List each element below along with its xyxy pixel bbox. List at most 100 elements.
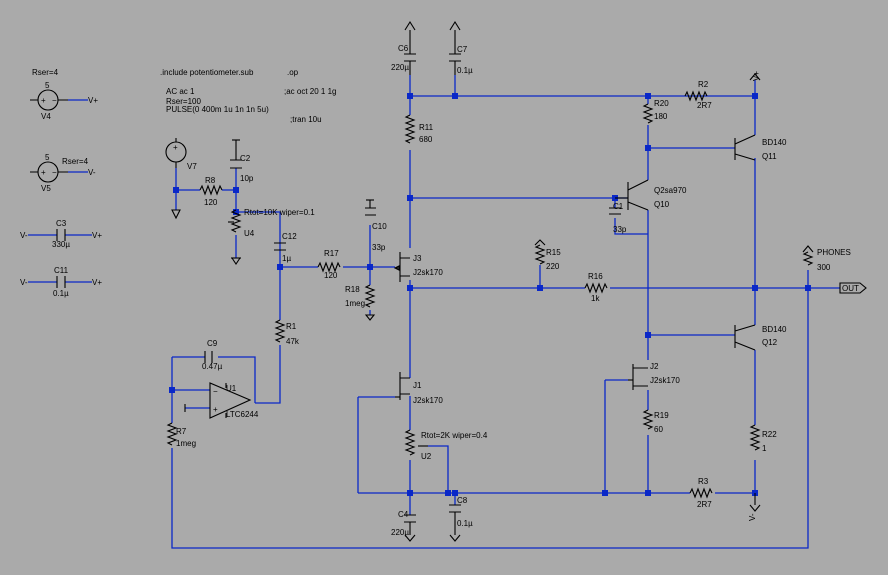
resistor-phones[interactable] bbox=[802, 245, 814, 266]
label-u4-name: U4 bbox=[244, 229, 255, 238]
label-c12-name: C12 bbox=[282, 232, 297, 241]
resistor-r18[interactable] bbox=[364, 284, 376, 321]
label-r15-name: R15 bbox=[546, 248, 561, 257]
label-u2-name: U2 bbox=[421, 452, 432, 461]
label-v4-net: V+ bbox=[88, 96, 98, 105]
capacitor-c6[interactable] bbox=[404, 20, 416, 75]
capacitor-c7[interactable] bbox=[449, 20, 461, 75]
label-j1-model: J2sk170 bbox=[413, 396, 443, 405]
voltage-source-v4[interactable]: +− bbox=[30, 89, 68, 111]
out-port-flag[interactable] bbox=[839, 282, 867, 294]
resistor-r22[interactable] bbox=[749, 424, 761, 451]
capacitor-c9[interactable] bbox=[204, 351, 213, 363]
capacitor-c4[interactable] bbox=[404, 514, 416, 542]
resistor-r3[interactable] bbox=[689, 487, 713, 499]
resistor-r16[interactable] bbox=[584, 282, 608, 294]
capacitor-c11[interactable] bbox=[56, 276, 66, 288]
label-r16-name: R16 bbox=[588, 272, 603, 281]
voltage-source-v5[interactable]: +− bbox=[30, 161, 68, 183]
labels: .include potentiometer.sub .op AC ac 1 ;… bbox=[20, 44, 859, 537]
resistor-r20[interactable] bbox=[642, 103, 654, 124]
resistor-r7[interactable] bbox=[166, 422, 178, 446]
label-v7-name: V7 bbox=[187, 162, 197, 171]
potentiometer-u4[interactable] bbox=[228, 209, 242, 265]
jfet-j2[interactable] bbox=[628, 364, 648, 390]
label-j3-name: J3 bbox=[413, 254, 422, 263]
label-u2-spec: Rtot=2K wiper=0.4 bbox=[421, 431, 488, 440]
capacitor-c1[interactable] bbox=[609, 207, 621, 215]
capacitor-c12[interactable] bbox=[274, 242, 286, 251]
capacitor-c2[interactable] bbox=[230, 139, 242, 169]
label-r17-name: R17 bbox=[324, 249, 339, 258]
label-v5-net: V- bbox=[88, 168, 96, 177]
label-r11-value: 680 bbox=[419, 135, 433, 144]
label-c6-value: 220µ bbox=[391, 63, 409, 72]
label-c1-name: C1 bbox=[613, 202, 624, 211]
label-c10-name: C10 bbox=[372, 222, 387, 231]
label-c6-name: C6 bbox=[398, 44, 409, 53]
transistor-q10[interactable] bbox=[615, 179, 649, 211]
capacitor-c10[interactable] bbox=[365, 199, 376, 216]
label-q10-model: Q2sa970 bbox=[654, 186, 687, 195]
capacitor-c3[interactable] bbox=[56, 229, 66, 241]
label-c1-value: 33p bbox=[613, 225, 627, 234]
label-j3-model: J2sk170 bbox=[413, 268, 443, 277]
label-c7-value: 0.1µ bbox=[457, 66, 473, 75]
resistor-r1[interactable] bbox=[274, 319, 286, 343]
label-v4-name: V4 bbox=[41, 112, 51, 121]
transistor-q12[interactable] bbox=[734, 324, 756, 351]
label-v5-rser: Rser=4 bbox=[62, 157, 89, 166]
svg-text:+: + bbox=[213, 405, 218, 414]
resistor-r8[interactable] bbox=[199, 184, 223, 196]
svg-text:+: + bbox=[41, 96, 46, 105]
svg-text:−: − bbox=[213, 387, 218, 396]
label-phones-value: 300 bbox=[817, 263, 831, 272]
label-c7-name: C7 bbox=[457, 45, 468, 54]
label-phones-name: PHONES bbox=[817, 248, 851, 257]
label-r18-value: 1meg bbox=[345, 299, 365, 308]
label-c2-name: C2 bbox=[240, 154, 251, 163]
label-c12-value: 1µ bbox=[282, 254, 291, 263]
label-v4-rser: Rser=4 bbox=[32, 68, 59, 77]
jfet-j1[interactable] bbox=[395, 372, 410, 400]
directive-ac-comment: ;ac oct 20 1 1g bbox=[284, 87, 336, 96]
label-c11-left-net: V- bbox=[20, 278, 28, 287]
transistor-q11[interactable] bbox=[734, 134, 756, 161]
svg-text:+: + bbox=[41, 168, 46, 177]
label-r22-value: 1 bbox=[762, 444, 767, 453]
resistor-r19[interactable] bbox=[642, 409, 654, 430]
vplus-flag-top bbox=[749, 73, 761, 81]
jfet-j3[interactable] bbox=[393, 252, 410, 282]
label-c11-name: C11 bbox=[54, 266, 69, 275]
label-c10-value: 33p bbox=[372, 243, 386, 252]
label-c9-name: C9 bbox=[207, 339, 218, 348]
label-j2-name: J2 bbox=[650, 362, 659, 371]
resistor-r11[interactable] bbox=[404, 114, 416, 144]
label-r7-name: R7 bbox=[176, 427, 187, 436]
resistor-r15[interactable] bbox=[534, 239, 546, 265]
resistor-r17[interactable] bbox=[317, 261, 341, 273]
label-q11-model: BD140 bbox=[762, 138, 787, 147]
opamp-u1[interactable]: − + bbox=[184, 382, 252, 419]
label-r11-name: R11 bbox=[419, 123, 434, 132]
label-j2-model: J2sk170 bbox=[650, 376, 680, 385]
label-q12-name: Q12 bbox=[762, 338, 778, 347]
label-r19-name: R19 bbox=[654, 411, 669, 420]
label-v4-value: 5 bbox=[45, 81, 50, 90]
capacitor-c8[interactable] bbox=[449, 504, 461, 542]
ground-symbol bbox=[171, 209, 181, 220]
label-c3-value: 330µ bbox=[52, 240, 70, 249]
label-q12-model: BD140 bbox=[762, 325, 787, 334]
label-u1-name: U1 bbox=[226, 384, 237, 393]
label-v5-name: V5 bbox=[41, 184, 51, 193]
voltage-source-v7[interactable]: + bbox=[165, 138, 187, 168]
directive-include: .include potentiometer.sub bbox=[160, 68, 254, 77]
label-c3-right-net: V+ bbox=[92, 231, 102, 240]
potentiometer-u2[interactable] bbox=[404, 429, 428, 456]
label-r7-value: 1meg bbox=[176, 439, 196, 448]
resistor-r2[interactable] bbox=[684, 90, 708, 102]
label-c3-name: C3 bbox=[56, 219, 67, 228]
label-r2-name: R2 bbox=[698, 80, 709, 89]
